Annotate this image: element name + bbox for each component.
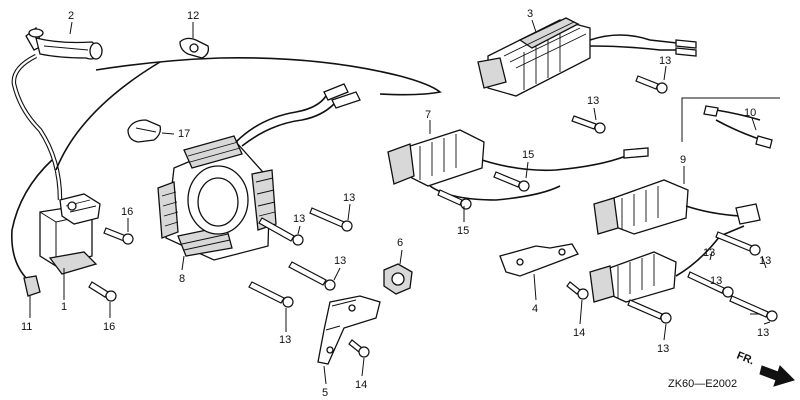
callout-1: 1 [61,301,67,313]
bolt [309,207,353,232]
sub-harness-10 [681,97,780,149]
bolt [627,299,672,324]
ignition-coil-assembly [11,26,134,302]
callout-7: 7 [425,109,431,121]
callout-8: 8 [179,273,185,285]
charge-coil-9 [589,179,761,303]
front-direction-label: FR. [735,350,756,368]
bolt [348,339,370,358]
bolt [571,115,606,134]
callout-13: 13 [293,213,305,225]
callout-14: 14 [573,327,585,339]
coil-bracket-5 [317,295,381,365]
charge-coil-3 [477,17,697,97]
callout-5: 5 [322,387,328,399]
bolt [258,217,304,246]
callout-13: 13 [759,255,771,267]
ignition-coil [39,193,101,275]
callout-15: 15 [522,149,534,161]
callout-6: 6 [397,237,403,249]
spark-plug-cap [25,26,103,60]
callout-14: 14 [355,379,367,391]
bolt [729,295,778,322]
bolt [715,231,761,256]
callout-13: 13 [757,327,769,339]
bolt [437,189,472,210]
callout-labels: 2 12 3 13 13 10 17 7 15 15 9 16 13 13 6 … [21,8,771,399]
bolt [635,75,668,94]
stator-assembly [157,83,361,261]
bolt [288,261,336,291]
callout-13: 13 [587,95,599,107]
wire-clip [127,119,162,143]
callout-13: 13 [703,247,715,259]
callout-11: 11 [21,321,32,333]
coil-bracket-4 [499,243,579,277]
bolt [566,281,589,300]
callout-2: 2 [68,10,74,22]
callout-15: 15 [457,225,469,237]
callout-13: 13 [710,275,722,287]
charge-coil-7 [387,129,649,201]
leader-lines [29,19,771,385]
callout-13: 13 [334,255,346,267]
grommet [383,263,413,295]
bolt [88,281,117,302]
bolt [687,271,734,298]
direction-arrow-icon [759,365,795,387]
callout-16: 16 [103,321,115,333]
callout-13: 13 [659,55,671,67]
bolt [493,171,530,192]
callout-13: 13 [657,343,669,355]
callout-16: 16 [121,206,133,218]
callout-13: 13 [279,334,291,346]
front-direction-indicator: FR. [735,350,795,387]
figure-code: ZK60—E2002 [668,378,737,390]
callout-12: 12 [187,10,199,22]
callout-13: 13 [343,192,355,204]
bolt [103,227,134,245]
callout-10: 10 [744,107,756,119]
wire-clamp [179,37,210,59]
callout-3: 3 [527,8,533,20]
bolt [248,281,294,308]
callout-9: 9 [680,154,686,166]
callout-17: 17 [178,128,190,140]
callout-4: 4 [532,303,538,315]
